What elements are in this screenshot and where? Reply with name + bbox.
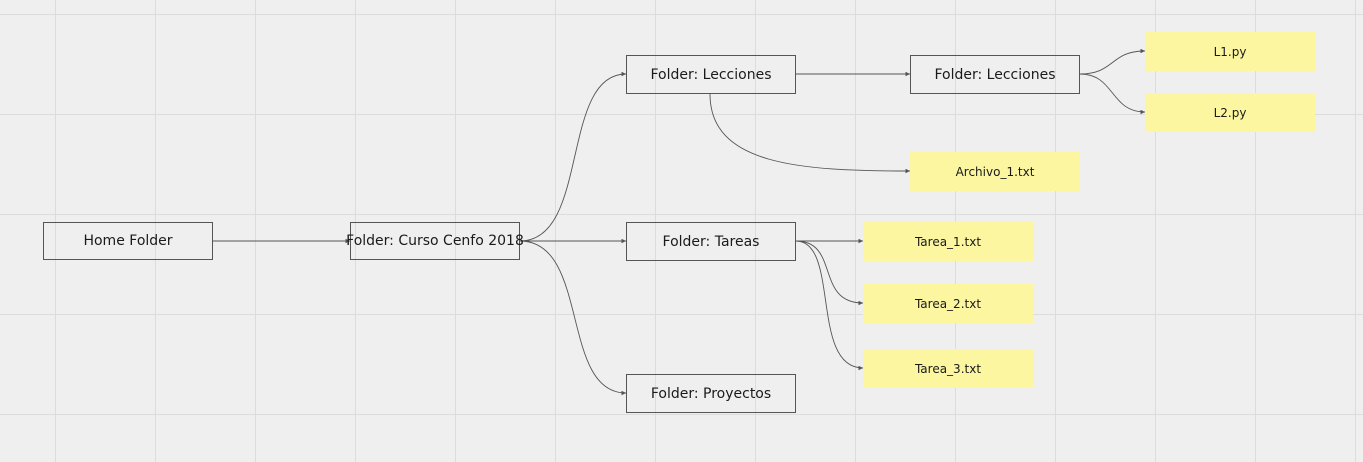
archivo1-file-note[interactable]: Archivo_1.txt: [910, 152, 1080, 191]
tareas-folder-node[interactable]: Folder: Tareas: [626, 222, 796, 261]
note-label: L1.py: [1213, 44, 1247, 59]
note-label: Archivo_1.txt: [955, 164, 1035, 179]
note-label: Tarea_3.txt: [914, 361, 982, 376]
note-label: Tarea_1.txt: [914, 234, 982, 249]
tarea2-file-note[interactable]: Tarea_2.txt: [863, 284, 1033, 323]
l1-file-note[interactable]: L1.py: [1145, 32, 1315, 71]
edge-curso-to-proyectos: [519, 240, 627, 396]
edge-lecciones-sub-to-l2: [1079, 73, 1146, 115]
edge-lecciones-to-archivo1: [709, 93, 911, 174]
node-label: Folder: Tareas: [662, 233, 760, 250]
edge-curso-to-lecciones: [519, 71, 627, 242]
edge-lecciones-sub-to-l1: [1079, 48, 1146, 75]
lecciones-subfolder-node[interactable]: Folder: Lecciones: [910, 55, 1080, 94]
node-label: Folder: Lecciones: [934, 66, 1056, 83]
node-label: Folder: Proyectos: [650, 385, 772, 402]
note-label: Tarea_2.txt: [914, 296, 982, 311]
node-label: Folder: Lecciones: [650, 66, 772, 83]
curso-cenfo-folder-node[interactable]: Folder: Curso Cenfo 2018: [346, 222, 524, 260]
l2-file-note[interactable]: L2.py: [1145, 93, 1315, 132]
node-label: Home Folder: [83, 233, 173, 249]
edge-tareas-to-tarea3: [795, 240, 864, 371]
proyectos-folder-node[interactable]: Folder: Proyectos: [626, 374, 796, 413]
lecciones-folder-node[interactable]: Folder: Lecciones: [626, 55, 796, 94]
home-folder-node[interactable]: Home Folder: [43, 222, 213, 260]
tarea3-file-note[interactable]: Tarea_3.txt: [863, 349, 1033, 388]
edge-tareas-to-tarea2: [795, 240, 864, 306]
note-label: L2.py: [1213, 105, 1247, 120]
tarea1-file-note[interactable]: Tarea_1.txt: [863, 222, 1033, 261]
node-label: Folder: Curso Cenfo 2018: [346, 233, 524, 249]
